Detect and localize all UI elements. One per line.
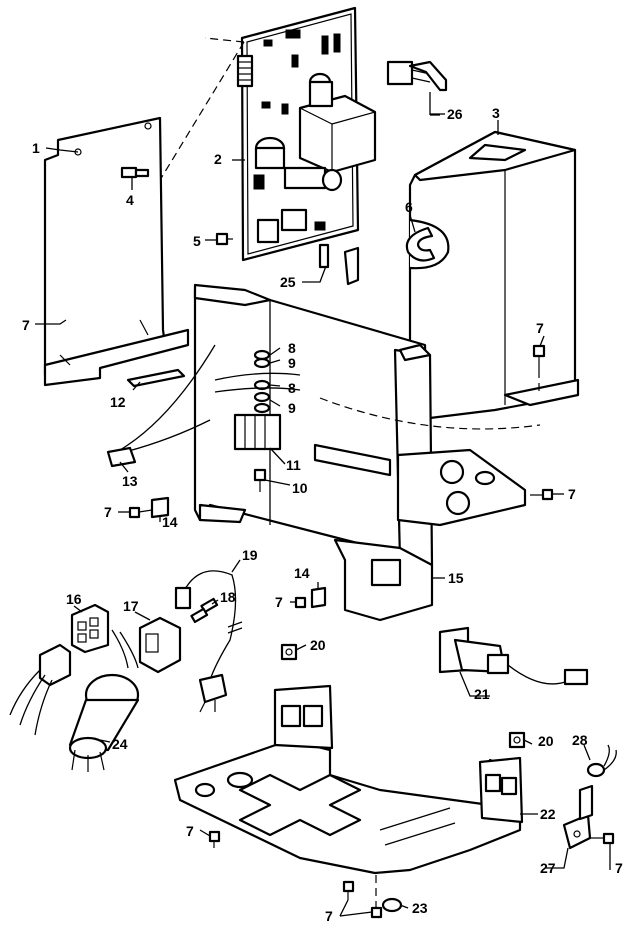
callout-7-c: 7 bbox=[568, 486, 576, 502]
callout-16: 16 bbox=[66, 591, 82, 607]
leader-lines bbox=[35, 113, 611, 917]
callout-27: 27 bbox=[540, 860, 556, 876]
plate-14-lower bbox=[294, 586, 327, 609]
fuses-18 bbox=[190, 597, 219, 624]
callout-10: 10 bbox=[292, 480, 308, 496]
callout-7-h: 7 bbox=[325, 908, 333, 924]
screw-7-cover bbox=[532, 344, 546, 395]
nut-20-lower bbox=[508, 731, 526, 749]
screw-7-right bbox=[530, 488, 554, 501]
callout-14-a: 14 bbox=[162, 514, 178, 530]
callout-11: 11 bbox=[286, 457, 301, 473]
connector-left bbox=[38, 643, 72, 687]
callout-7-g: 7 bbox=[615, 860, 623, 876]
module-21 bbox=[438, 626, 589, 686]
fuse-25 bbox=[318, 243, 360, 286]
screw-7-left bbox=[128, 506, 153, 519]
power-cord bbox=[174, 570, 243, 713]
u-clip-6 bbox=[405, 226, 436, 262]
screw-7-base-right bbox=[590, 832, 615, 845]
switch-17 bbox=[138, 616, 182, 674]
screws-7-bottom bbox=[342, 875, 383, 919]
callout-21: 21 bbox=[474, 686, 490, 702]
cover-panel bbox=[408, 130, 580, 420]
callout-20-a: 20 bbox=[310, 637, 326, 653]
callout-7-d: 7 bbox=[104, 504, 112, 520]
circuit-board bbox=[236, 6, 377, 262]
callout-8-b: 8 bbox=[288, 380, 296, 396]
small-bracket-12 bbox=[126, 368, 186, 388]
callout-20-b: 20 bbox=[538, 733, 554, 749]
bracket-27 bbox=[562, 784, 594, 850]
callout-9-b: 9 bbox=[288, 400, 296, 416]
callout-2: 2 bbox=[214, 151, 222, 167]
callout-1: 1 bbox=[32, 140, 40, 156]
switch-16 bbox=[70, 603, 110, 654]
callout-24: 24 bbox=[112, 736, 128, 752]
connector-plug bbox=[386, 60, 448, 116]
grommet-23 bbox=[381, 897, 403, 913]
callout-9-a: 9 bbox=[288, 355, 296, 371]
callout-14-b: 14 bbox=[294, 565, 310, 581]
clip-13 bbox=[106, 446, 137, 468]
callout-3: 3 bbox=[492, 105, 500, 121]
callout-19: 19 bbox=[242, 547, 258, 563]
callout-12: 12 bbox=[110, 394, 126, 410]
callout-labels: 1 2 3 4 5 6 26 25 7 7 8 9 8 9 12 11 13 1… bbox=[22, 105, 623, 924]
callout-8-a: 8 bbox=[288, 340, 296, 356]
callout-25: 25 bbox=[280, 274, 296, 290]
callout-15: 15 bbox=[448, 570, 464, 586]
callout-18: 18 bbox=[220, 589, 236, 605]
clip-part-4 bbox=[120, 166, 150, 179]
callout-6: 6 bbox=[405, 199, 413, 215]
callout-28: 28 bbox=[572, 732, 588, 748]
callout-23: 23 bbox=[412, 900, 428, 916]
callout-7-b: 7 bbox=[536, 320, 544, 336]
nut-20-upper bbox=[280, 643, 298, 661]
screw-5 bbox=[215, 232, 233, 246]
callout-22: 22 bbox=[540, 806, 556, 822]
base-frame bbox=[173, 684, 524, 875]
left-mounting-bracket bbox=[43, 116, 190, 387]
callout-5: 5 bbox=[193, 233, 201, 249]
plate-14-left bbox=[150, 496, 170, 519]
callout-17: 17 bbox=[123, 598, 139, 614]
callout-7-f: 7 bbox=[186, 823, 194, 839]
callout-26: 26 bbox=[447, 106, 463, 122]
callout-7-a: 7 bbox=[22, 317, 30, 333]
sleeve-24 bbox=[68, 673, 140, 772]
callout-13: 13 bbox=[122, 473, 138, 489]
sensor-28 bbox=[586, 744, 617, 778]
callout-7-e: 7 bbox=[275, 594, 283, 610]
callout-4: 4 bbox=[126, 192, 134, 208]
screw-7-base-left bbox=[208, 830, 221, 848]
main-chassis bbox=[119, 283, 527, 622]
